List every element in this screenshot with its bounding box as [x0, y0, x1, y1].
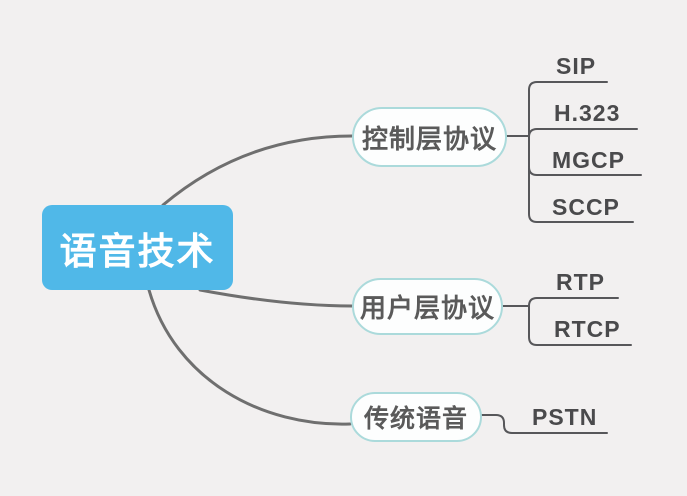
edge-root-to-traditional-voice	[147, 288, 352, 426]
edge-root-to-user-layer	[198, 288, 354, 308]
edge-mgcp-line	[528, 166, 642, 176]
branch-topic-traditional-voice[interactable]: 传统语音	[350, 392, 482, 442]
edge-root-to-control-layer	[161, 134, 354, 207]
leaf-topic-sip[interactable]: SIP	[556, 53, 597, 79]
leaf-topic-pstn[interactable]: PSTN	[532, 404, 598, 430]
branch-topic-user-layer-protocols[interactable]: 用户层协议	[352, 278, 503, 335]
leaf-topic-sccp[interactable]: SCCP	[552, 194, 620, 220]
leaf-topic-rtcp[interactable]: RTCP	[554, 316, 621, 342]
leaf-topic-h323[interactable]: H.323	[554, 100, 621, 126]
leaf-topic-rtp[interactable]: RTP	[556, 269, 605, 295]
edge-control-layer-spine-sip-sccp	[528, 81, 634, 223]
branch-topic-control-layer-protocols[interactable]: 控制层协议	[352, 107, 507, 167]
edge-h323-line	[528, 128, 638, 138]
edge-user-layer-spine-rtp-rtcp	[528, 297, 632, 346]
leaf-topic-mgcp[interactable]: MGCP	[552, 147, 625, 173]
root-topic-voice-technology[interactable]: 语音技术	[42, 205, 233, 290]
edge-pstn-line	[481, 414, 608, 434]
